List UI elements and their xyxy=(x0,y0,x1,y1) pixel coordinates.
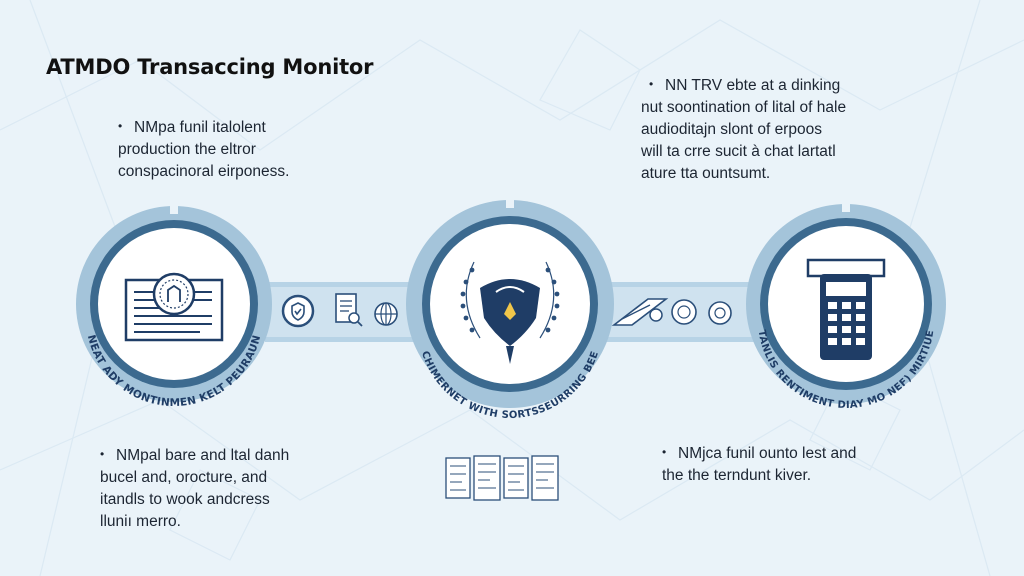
note-line: production the eltror xyxy=(118,141,256,158)
note-line: will ta crre sucit à chat lartatl xyxy=(641,143,836,160)
note-line: NN TRV ebte at a dinking xyxy=(665,77,841,94)
note-line: lluniı merro. xyxy=(100,513,181,530)
note-bottom-left: • NMpal bare and ltal danh bucel and, oro… xyxy=(100,443,289,533)
bullet: • xyxy=(662,445,667,459)
note-line: itandls to wook andcress xyxy=(100,491,270,508)
note-line: NMpa funil italolent xyxy=(134,119,266,136)
globe-icon xyxy=(374,302,398,326)
coin-icon xyxy=(708,301,732,325)
ledger-pages-icon xyxy=(445,455,559,501)
atm-machine-icon xyxy=(806,258,886,360)
note-line: NMjca funil ounto lest and xyxy=(678,445,857,462)
note-line: nut soontination of lital of hale xyxy=(641,99,847,116)
note-line: bucel and, orocture, and xyxy=(100,469,268,486)
document-seal-icon xyxy=(124,272,224,342)
coin-icon xyxy=(671,299,697,325)
note-top-right: • NN TRV ebte at a dinking nut soontinati… xyxy=(641,73,846,185)
shield-eagle-icon xyxy=(460,261,560,364)
bullet: • xyxy=(100,447,105,461)
page-title: ATMDO Transaccing Monitor xyxy=(46,55,374,79)
note-line: audioditajn slont of erpoos xyxy=(641,121,822,138)
note-line: conspacinoral eirponess. xyxy=(118,163,290,180)
note-line: the the terndunt kiver. xyxy=(662,467,812,484)
note-bottom-right: • NMjca funil ounto lest and the the tern… xyxy=(662,441,856,487)
note-line: ature tta ountsumt. xyxy=(641,165,771,182)
bullet: • xyxy=(118,119,123,133)
card-swipe-icon xyxy=(611,298,669,326)
shield-check-icon xyxy=(281,294,315,328)
note-line: NMpal bare and ltal danh xyxy=(116,447,290,464)
document-scan-icon xyxy=(335,293,363,327)
note-top-left: • NMpa funil italolent production the elt… xyxy=(118,115,289,183)
bullet: • xyxy=(649,77,654,91)
